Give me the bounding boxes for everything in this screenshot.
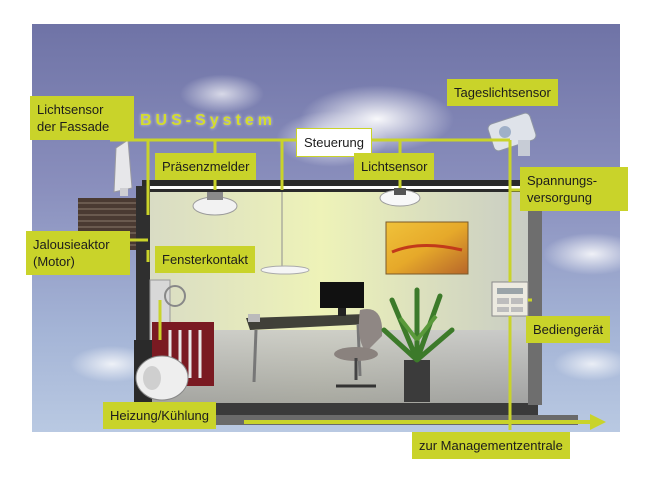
office-chair: [334, 309, 383, 388]
control-panel-device: [491, 281, 529, 317]
plant: [381, 287, 455, 402]
label-spannungsversorgung: Spannungs- versorgung: [520, 167, 628, 211]
label-jalousieaktor: Jalousieaktor (Motor): [26, 231, 130, 275]
label-heizung-kuehlung: Heizung/Kühlung: [103, 402, 217, 429]
label-line: versorgung: [527, 190, 593, 205]
label-tageslichtsensor: Tageslichtsensor: [447, 79, 558, 106]
ceiling-lights: [192, 188, 421, 275]
label-line: Lichtsensor: [37, 102, 104, 117]
label-bediengeraet: Bediengerät: [526, 316, 611, 343]
label-fensterkontakt: Fensterkontakt: [155, 246, 255, 273]
label-line: (Motor): [33, 254, 75, 269]
daylight-sensor-device: [487, 112, 537, 156]
label-line: Jalousieaktor: [33, 237, 110, 252]
heating-unit: [135, 355, 189, 401]
label-lichtsensor-fassade: Lichtsensor der Fassade: [30, 96, 134, 140]
management-arrow: [244, 414, 606, 430]
label-lichtsensor: Lichtsensor: [354, 153, 435, 180]
label-praesenzmelder: Präsenzmelder: [155, 153, 257, 180]
desk: [246, 282, 370, 383]
label-steuerung: Steuerung: [296, 128, 372, 157]
bus-system-title: BUS-System: [140, 112, 277, 129]
label-line: Spannungs-: [527, 173, 598, 188]
label-line: der Fassade: [37, 119, 110, 134]
label-managementzentrale: zur Managementzentrale: [412, 432, 570, 459]
facade-sensor-device: [113, 139, 133, 196]
wall-painting: [385, 221, 469, 275]
